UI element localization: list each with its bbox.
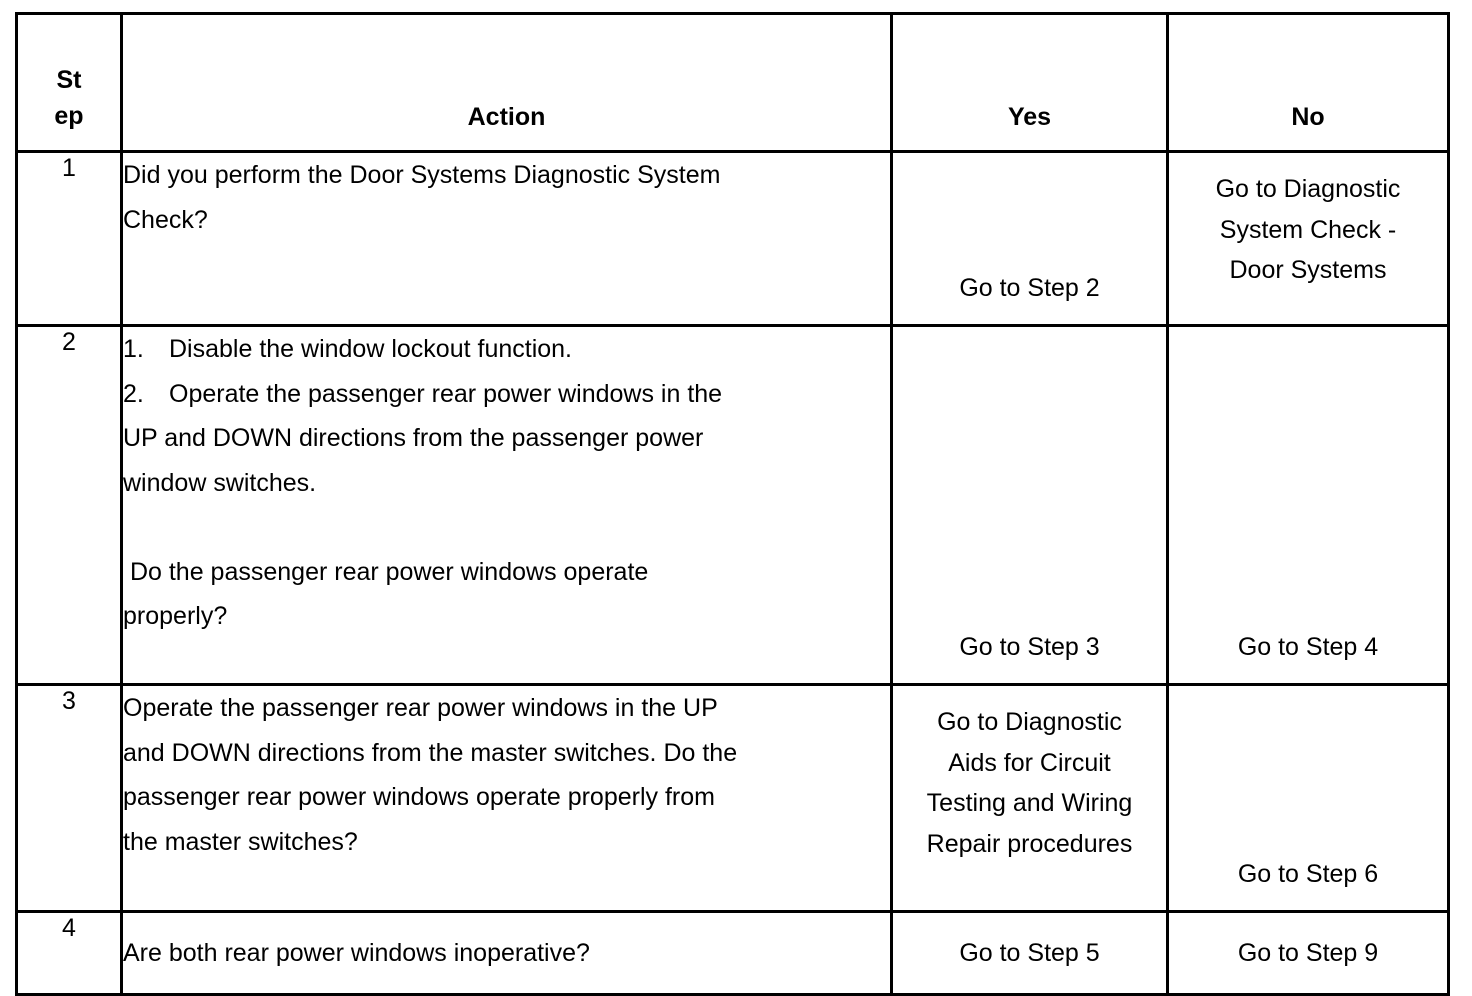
step-number: 4 — [15, 910, 123, 996]
yes-branch: Go to Step 5 — [890, 910, 1169, 996]
action-blank-line — [123, 505, 890, 550]
action-line: window switches. — [123, 468, 317, 497]
column-header-action-label: Action — [467, 103, 546, 131]
yes-branch-line: Repair procedures — [926, 829, 1133, 858]
yes-branch: Go to Step 3 — [890, 324, 1169, 686]
column-header-step-line1: St — [56, 65, 82, 94]
list-item-text: Disable the window lockout function. — [169, 335, 573, 363]
no-branch-line: System Check - — [1219, 215, 1397, 244]
action-line: and DOWN directions from the master swit… — [123, 738, 738, 767]
no-branch-line: Go to Step 9 — [1237, 938, 1379, 967]
table-row: 3 Operate the passenger rear power windo… — [15, 683, 1450, 913]
action-paragraph: Did you perform the Door Systems Diagnos… — [123, 153, 890, 242]
yes-branch-line: Aids for Circuit — [948, 748, 1111, 777]
yes-branch-line: Go to Step 2 — [959, 273, 1100, 302]
action-text: 1. Disable the window lockout function. 2… — [120, 324, 893, 686]
action-text: Did you perform the Door Systems Diagnos… — [120, 150, 893, 327]
no-branch: Go to Step 9 — [1166, 910, 1450, 996]
table-header-row: St ep Action Yes No — [15, 12, 1450, 153]
yes-branch: Go to Step 2 — [890, 150, 1169, 327]
diagnostic-table: St ep Action Yes No 1 — [15, 12, 1450, 996]
yes-branch: Go to Diagnostic Aids for Circuit Testin… — [890, 683, 1169, 913]
no-branch-line: Go to Step 4 — [1237, 632, 1379, 661]
no-branch-line: Go to Step 6 — [1237, 859, 1379, 888]
document-page: St ep Action Yes No 1 — [15, 12, 1450, 996]
no-branch-line: Door Systems — [1229, 256, 1387, 284]
action-question-line: properly? — [123, 602, 228, 630]
action-line: passenger rear power windows operate pro… — [123, 783, 715, 811]
action-line: UP and DOWN directions from the passenge… — [123, 424, 704, 452]
yes-branch-line: Testing and Wiring — [926, 789, 1133, 817]
action-numbered-list: 1. Disable the window lockout function. 2… — [123, 327, 890, 416]
action-line: Did you perform the Door Systems Diagnos… — [123, 161, 721, 189]
column-header-action: Action — [120, 12, 893, 153]
action-line: Operate the passenger rear power windows… — [123, 694, 718, 722]
list-item-text: Operate the passenger rear power windows… — [169, 379, 723, 408]
step-number: 3 — [15, 683, 123, 913]
table-row: 2 1. Disable the window lockout function.… — [15, 324, 1450, 686]
list-item-number: 2. — [123, 379, 144, 408]
no-branch: Go to Step 6 — [1166, 683, 1450, 913]
action-line: the master switches? — [123, 827, 358, 856]
column-header-step-line2: ep — [54, 101, 84, 130]
action-text: Are both rear power windows inoperative? — [120, 910, 893, 996]
action-paragraph: Operate the passenger rear power windows… — [123, 686, 890, 864]
column-header-yes-label: Yes — [1007, 103, 1052, 131]
yes-branch-line: Go to Diagnostic — [937, 708, 1122, 736]
no-branch-line: Go to Diagnostic — [1215, 175, 1401, 203]
no-branch: Go to Step 4 — [1166, 324, 1450, 686]
column-header-no-label: No — [1291, 103, 1325, 131]
yes-branch-line: Go to Step 5 — [959, 938, 1100, 967]
list-item: 1. Disable the window lockout function. — [123, 327, 890, 372]
list-item-number: 1. — [123, 335, 144, 363]
action-line: Check? — [123, 205, 208, 234]
action-text: Operate the passenger rear power windows… — [120, 683, 893, 913]
column-header-yes: Yes — [890, 12, 1169, 153]
step-number: 1 — [15, 150, 123, 327]
action-question-line: Do the passenger rear power windows oper… — [123, 557, 649, 586]
table-row: 1 Did you perform the Door Systems Diagn… — [15, 150, 1450, 327]
yes-branch-line: Go to Step 3 — [959, 632, 1100, 661]
no-branch: Go to Diagnostic System Check - Door Sys… — [1166, 150, 1450, 327]
step-number: 2 — [15, 324, 123, 686]
column-header-step: St ep — [15, 12, 123, 153]
column-header-no: No — [1166, 12, 1450, 153]
table-row: 4 Are both rear power windows inoperativ… — [15, 910, 1450, 996]
action-line: Are both rear power windows inoperative? — [123, 938, 590, 967]
list-item: 2. Operate the passenger rear power windo… — [123, 372, 890, 417]
